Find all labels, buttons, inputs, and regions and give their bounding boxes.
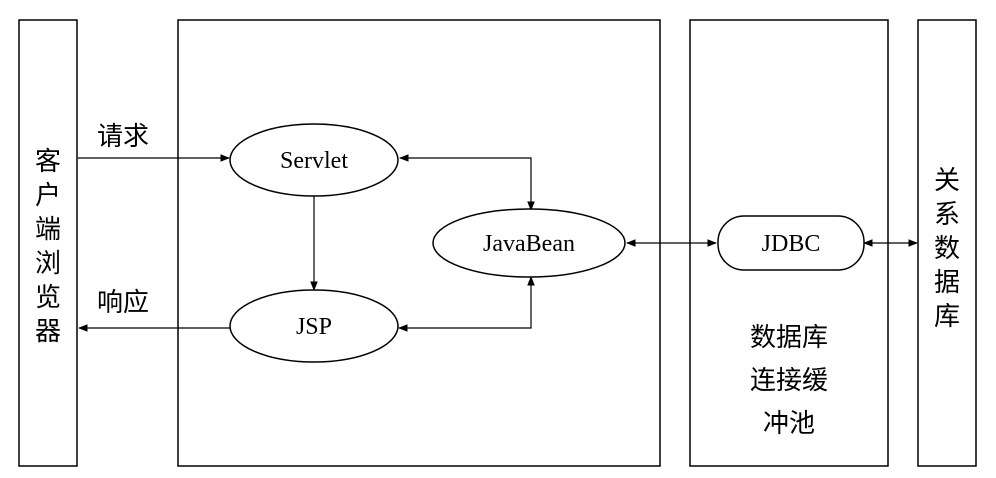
jsp-label: JSP bbox=[296, 314, 332, 340]
pool-label-line: 连接缓 bbox=[750, 366, 828, 396]
relational-database-label: 关 系 数 据 库 bbox=[934, 166, 960, 332]
client-label-char: 器 bbox=[35, 317, 61, 347]
client-label-char: 客 bbox=[35, 147, 61, 177]
database-label-char: 系 bbox=[934, 200, 960, 230]
pool-label-line: 冲池 bbox=[763, 409, 815, 439]
client-label-char: 浏 bbox=[35, 249, 61, 279]
javabean-node bbox=[432, 208, 626, 278]
servlet-javabean-connector bbox=[399, 154, 535, 211]
client-browser-panel bbox=[18, 19, 78, 467]
connection-pool-label: 数据库 连接缓 冲池 bbox=[750, 323, 828, 439]
jsp-javabean-connector bbox=[398, 276, 535, 332]
database-label-char: 据 bbox=[934, 268, 960, 298]
database-label-char: 关 bbox=[934, 166, 960, 196]
client-label-char: 户 bbox=[35, 181, 61, 211]
database-label-char: 库 bbox=[934, 302, 960, 332]
servlet-node bbox=[229, 123, 399, 197]
client-browser-label: 客 户 端 浏 览 器 bbox=[35, 147, 61, 347]
javabean-label: JavaBean bbox=[483, 231, 575, 257]
client-label-char: 览 bbox=[35, 283, 61, 313]
jdbc-node bbox=[717, 215, 865, 271]
database-label-char: 数 bbox=[934, 234, 960, 264]
servlet-label: Servlet bbox=[280, 148, 348, 174]
request-label: 请求 bbox=[97, 122, 149, 152]
client-label-char: 端 bbox=[35, 215, 61, 245]
relational-database-panel bbox=[917, 19, 977, 467]
response-label: 响应 bbox=[97, 288, 149, 318]
pool-label-line: 数据库 bbox=[750, 323, 828, 353]
jdbc-label: JDBC bbox=[762, 231, 821, 257]
jsp-node bbox=[229, 289, 399, 363]
